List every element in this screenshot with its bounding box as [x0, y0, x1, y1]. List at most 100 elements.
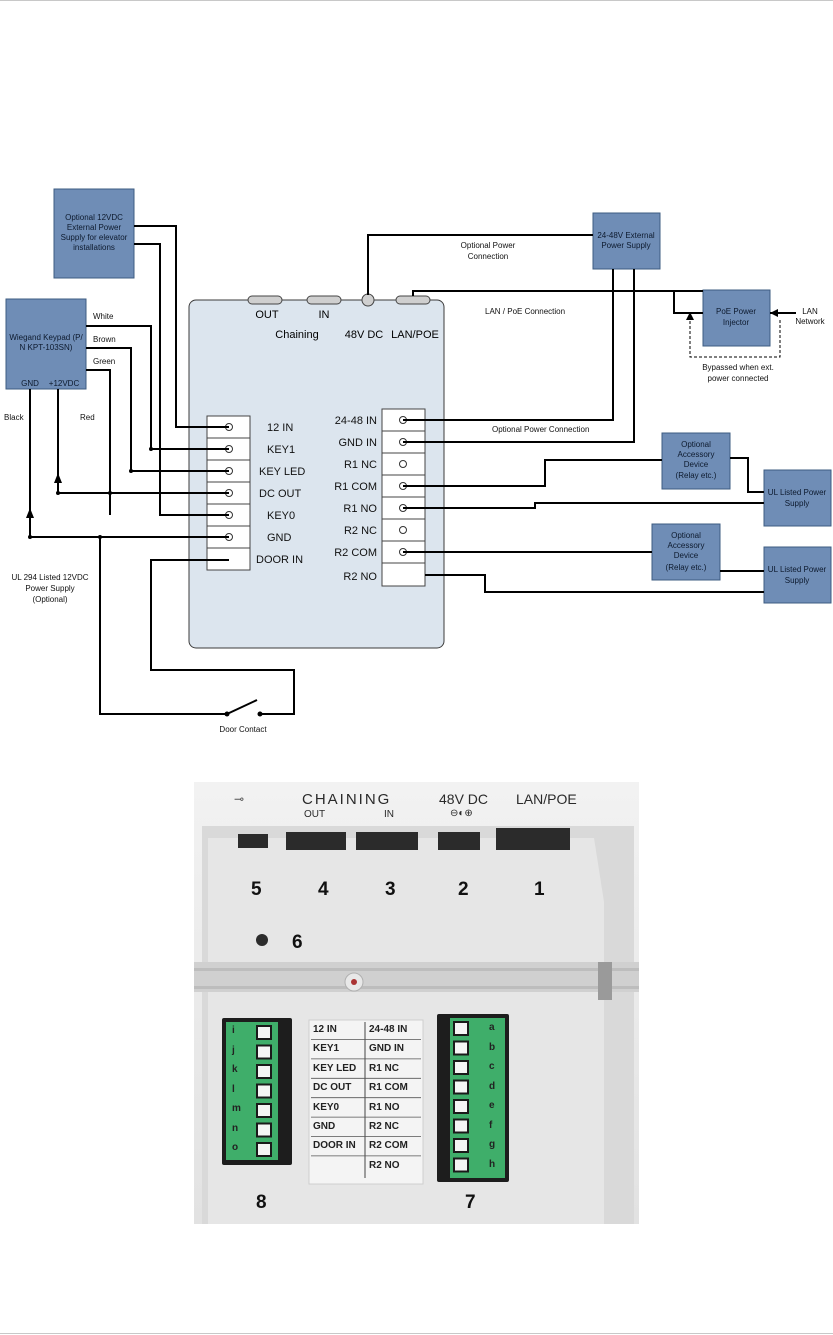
terminal-dc-out: DC OUT: [259, 488, 301, 500]
photo-48vdc-label: 48V DC: [439, 791, 489, 807]
terminal-screw: [453, 1079, 469, 1095]
key-icon: ⊸: [234, 792, 245, 806]
wiegand-keypad-text: Wiegand Keypad (P/N KPT-103SN): [9, 333, 83, 352]
photo-left-letter: j: [232, 1044, 235, 1056]
top-rule: [0, 0, 833, 1]
terminal-r2-no: R2 NO: [343, 571, 377, 583]
photo-right-letter: h: [489, 1158, 496, 1170]
terminal-door-in: DOOR IN: [256, 554, 303, 566]
photo-right-label: R1 NO: [369, 1101, 400, 1113]
terminal-key-led: KEY LED: [259, 466, 305, 478]
wire-red-label: Red: [80, 413, 95, 422]
poe-injector-box: [702, 289, 771, 347]
terminal-screw: [256, 1064, 272, 1079]
terminal-screw: [453, 1138, 469, 1153]
photo-right-label: R2 NO: [369, 1159, 400, 1171]
lan-poe-connector: [395, 295, 431, 305]
terminal-photo: CHAINING OUT IN 48V DC ⊖◐⊕ LAN/POE ⊸ 5 4…: [194, 782, 639, 1224]
photo-left-letter: k: [232, 1064, 238, 1075]
photo-left-label: KEY0: [313, 1101, 340, 1113]
terminal-screw: [453, 1060, 469, 1075]
terminal-24-48-in: 24-48 IN: [335, 415, 377, 427]
accessory-device-2-box: [651, 523, 721, 581]
door-contact-label: Door Contact: [219, 725, 267, 734]
terminal-gnd: GND: [267, 532, 292, 544]
photo-right-letter: c: [489, 1061, 495, 1072]
terminal-screw: [256, 1122, 272, 1138]
optional-power-connection-mid: Optional Power Connection: [492, 425, 589, 434]
lan-poe-connection-label: LAN / PoE Connection: [485, 307, 565, 316]
photo-out-label: OUT: [304, 809, 326, 820]
terminal-r1-no: R1 NO: [343, 503, 377, 515]
terminal-screw: [453, 1099, 469, 1114]
photo-left-letter: m: [232, 1103, 241, 1114]
callout-number-7: 7: [465, 1192, 476, 1213]
terminal-12-in: 12 IN: [267, 422, 293, 434]
terminal-key1: KEY1: [267, 444, 295, 456]
wiegand-keypad-box: [5, 298, 87, 390]
photo-left-label: GND: [313, 1121, 336, 1132]
photo-left-letter: l: [232, 1083, 235, 1095]
wire-brown-label: Brown: [93, 335, 116, 344]
port-48vdc-label: 48V DC: [345, 329, 384, 341]
callout-number-4: 4: [318, 879, 329, 900]
photo-left-letter: i: [232, 1025, 235, 1036]
bypass-arrow: [686, 312, 694, 320]
bypassed-note: Bypassed when ext.power connected: [702, 363, 774, 383]
wire-white-label: White: [93, 312, 114, 321]
callout-number-2: 2: [458, 879, 469, 900]
photo-left-letter: o: [232, 1142, 239, 1153]
wire-green-label: Green: [93, 357, 115, 366]
terminal-screw: [453, 1118, 469, 1134]
port-out-label: OUT: [255, 309, 279, 321]
terminal-key0: KEY0: [267, 510, 295, 522]
accessory-device-1-box: [661, 432, 731, 490]
terminal-r2-com: R2 COM: [334, 547, 377, 559]
callout-number-6: 6: [292, 932, 303, 953]
junction-dots: [28, 447, 263, 717]
terminal-screw: [453, 1040, 469, 1056]
terminal-screw: [256, 1103, 272, 1118]
keypad-12vdc-text: +12VDC: [49, 379, 80, 388]
terminal-screw: [453, 1021, 469, 1036]
photo-right-letter: d: [489, 1080, 496, 1092]
photo-left-label: KEY1: [313, 1043, 340, 1055]
photo-right-letter: f: [489, 1119, 493, 1131]
bypass-dashed: [689, 316, 781, 358]
dc-polarity-icon: ⊖◐⊕: [450, 808, 473, 819]
photo-right-label: R1 COM: [369, 1082, 408, 1094]
callout-number-5: 5: [251, 879, 262, 900]
terminal-r2-nc: R2 NC: [344, 525, 377, 537]
photo-left-label: DC OUT: [313, 1082, 352, 1094]
photo-right-letter: b: [489, 1041, 496, 1053]
photo-right-letter: e: [489, 1100, 495, 1111]
photo-right-label: R2 COM: [369, 1140, 408, 1152]
chaining-in-connector: [306, 295, 342, 305]
wiring-diagram: OUT IN Chaining 48V DC LAN/POE 12 IN KEY…: [4, 188, 832, 734]
photo-drawing: [194, 782, 639, 1224]
keypad-gnd-text: GND: [21, 379, 39, 388]
right-terminal-block: [381, 408, 426, 587]
ul-power-supply-1-box: [763, 469, 832, 527]
photo-right-label: GND IN: [369, 1043, 404, 1055]
external-24-48v-supply-box: [592, 212, 661, 270]
photo-chaining-label: CHAINING: [302, 791, 392, 808]
terminal-screw: [256, 1025, 272, 1040]
photo-right-label: R1 NC: [369, 1062, 400, 1074]
dc-jack-connector: [361, 293, 375, 307]
photo-right-label: 24-48 IN: [369, 1024, 408, 1035]
optional-12v-supply-box: [53, 188, 135, 279]
callout-number-1: 1: [534, 879, 545, 900]
terminal-screw: [256, 1083, 272, 1099]
terminal-gnd-in: GND IN: [339, 437, 378, 449]
port-in-label: IN: [319, 309, 330, 321]
port-lan-poe-label: LAN/POE: [391, 329, 439, 341]
chaining-out-connector: [247, 295, 283, 305]
